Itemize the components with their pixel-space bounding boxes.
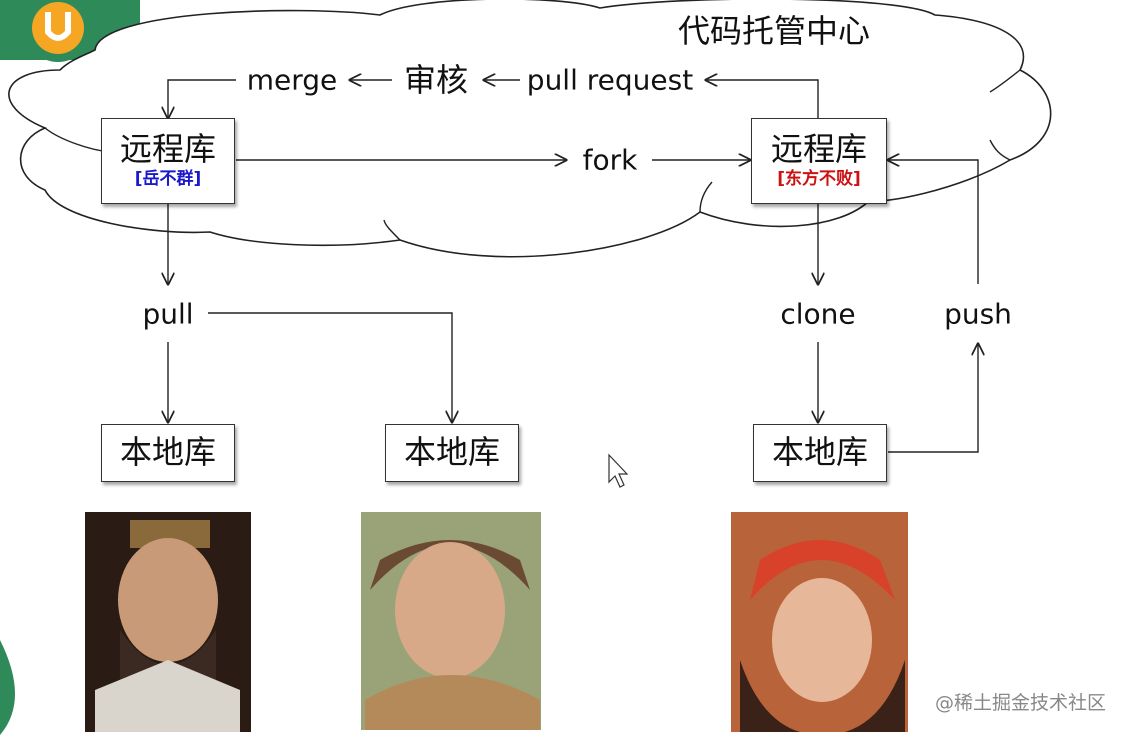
remote-repo-left-owner: [岳不群] [134, 169, 202, 190]
fork-label: fork [582, 143, 638, 177]
push-label: push [944, 297, 1012, 331]
local-repo-3-label: 本地库 [771, 433, 868, 472]
portrait-dongfang-bubai [731, 512, 908, 732]
arrow-merge-to-left-remote [168, 79, 236, 118]
watermark: @稀土掘金技术社区 [934, 692, 1106, 714]
pull-label: pull [142, 297, 194, 331]
local-repo-2-label: 本地库 [403, 433, 500, 472]
local-repo-2: 本地库 [385, 424, 519, 482]
remote-repo-right: 远程库 [东方不败] [751, 118, 887, 204]
portrait-yue-buqun [85, 512, 251, 732]
remote-repo-left: 远程库 [岳不群] [101, 118, 235, 204]
remote-repo-right-owner: [东方不败] [777, 169, 861, 190]
clone-label: clone [780, 297, 856, 331]
arrow-to-pull-request [706, 80, 819, 118]
local-repo-1-label: 本地库 [119, 433, 216, 472]
mouse-cursor-icon [608, 453, 629, 488]
merge-label: merge [246, 63, 338, 97]
arrow-pull-to-local-2 [208, 312, 452, 422]
cloud-title: 代码托管中心 [678, 12, 871, 50]
pull-request-label: pull request [526, 63, 694, 97]
local-repo-1: 本地库 [101, 424, 235, 482]
arrow-push-to-right-remote [888, 160, 979, 284]
arrow-local-3-to-push [888, 344, 978, 453]
review-label: 审核 [403, 61, 469, 99]
portrait-linghu-chong [361, 512, 541, 730]
remote-repo-left-title: 远程库 [119, 130, 216, 169]
local-repo-3: 本地库 [753, 424, 887, 482]
logo-icon [0, 0, 140, 62]
remote-repo-right-title: 远程库 [770, 130, 867, 169]
corner-decoration [0, 640, 15, 735]
